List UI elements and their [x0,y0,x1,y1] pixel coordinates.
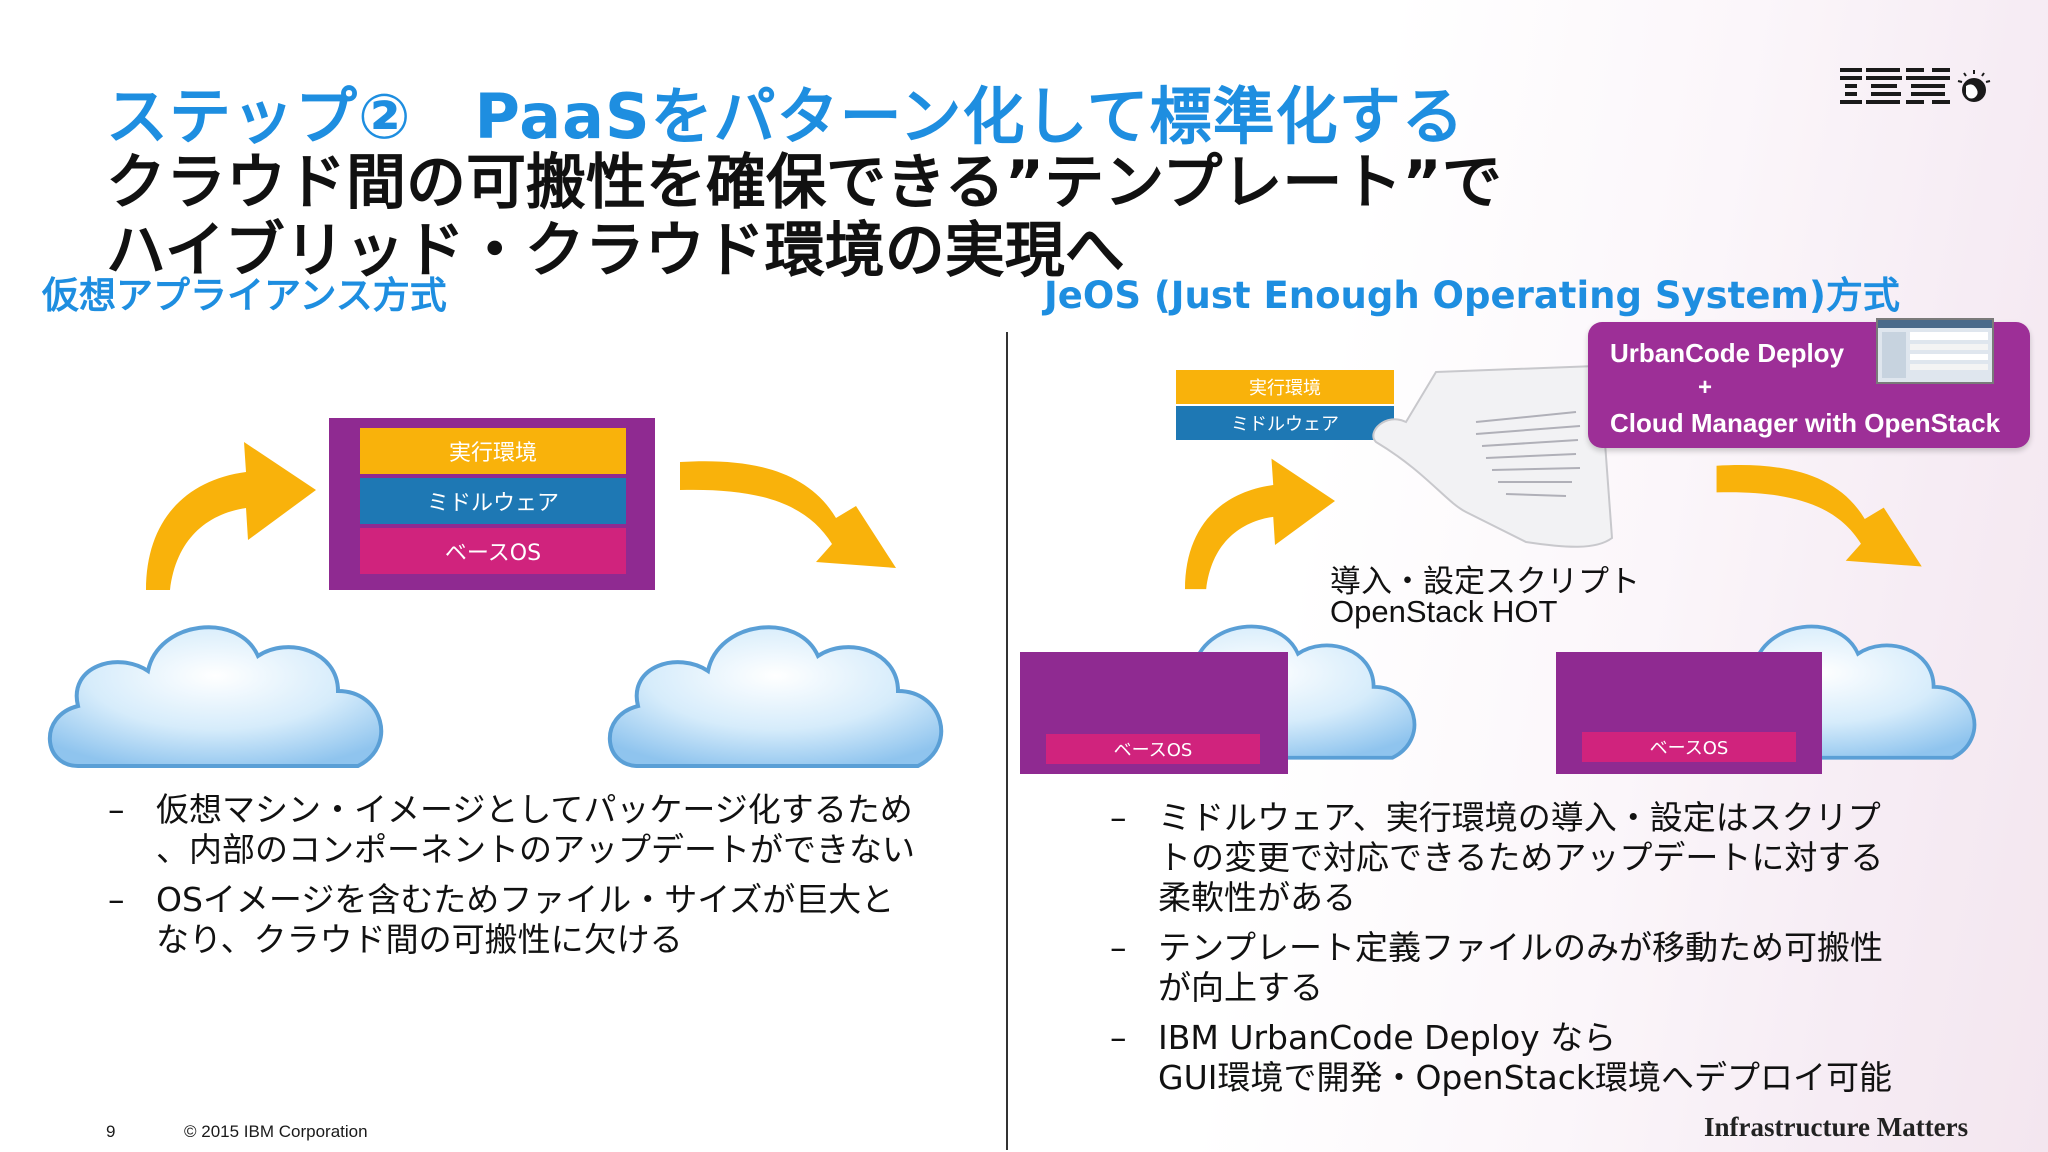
curved-arrow-icon [146,442,316,590]
copyright: © 2015 IBM Corporation [184,1122,368,1141]
bullet-item: – テンプレート定義ファイルのみが移動ため可搬性 が向上する [1110,928,2030,1008]
left-bullet-list: – 仮想マシン・イメージとしてパッケージ化するため 、内部のコンポーネントのアッ… [108,790,968,960]
ibm-logo [1840,68,1991,104]
page-number: 9 [106,1122,116,1141]
bullet-text: IBM UrbanCode Deploy なら GUI環境で開発・OpenSta… [1158,1018,1892,1097]
column-divider [1006,332,1008,1150]
bullet-text: テンプレート定義ファイルのみが移動ため可搬性 が向上する [1158,928,1884,1007]
curved-arrow-icon [1716,465,1922,567]
title-line-1: ステップ② PaaSをパターン化して標準化する [106,80,1465,153]
stack-layer-middleware: ミドルウェア [360,478,626,524]
base-os-label: ベースOS [1046,734,1260,764]
document-scroll-icon [1372,364,1622,548]
screenshot-thumbnail [1876,318,1994,384]
bullet-item: – 仮想マシン・イメージとしてパッケージ化するため 、内部のコンポーネントのアッ… [108,790,968,870]
title-line-3: ハイブリッド・クラウド環境の実現へ [106,216,1125,286]
bullet-marker: – [1110,928,1127,967]
left-section-heading: 仮想アプライアンス方式 [42,274,447,317]
right-section-heading: JeOS (Just Enough Operating System)方式 [1044,274,1900,317]
cloud-icon [47,625,384,768]
bullet-item: – OSイメージを含むためファイル・サイズが巨大と なり、クラウド間の可搬性に欠… [108,880,968,960]
bullet-text: 仮想マシン・イメージとしてパッケージ化するため 、内部のコンポーネントのアップデ… [156,790,915,869]
callout-plus: + [1698,374,1713,401]
curved-arrow-icon [1185,458,1335,590]
callout-subtitle: Cloud Manager with OpenStack [1610,408,2001,438]
callout-title: UrbanCode Deploy [1610,338,1845,368]
curved-arrow-icon [680,461,896,568]
stack-layer-middleware: ミドルウェア [1176,406,1394,440]
stack-layer-runtime: 実行環境 [1176,370,1394,404]
stack-layer-base-os: ベースOS [360,528,626,574]
bullet-text: OSイメージを含むためファイル・サイズが巨大と なり、クラウド間の可搬性に欠ける [156,880,895,959]
bullet-marker: – [1110,1018,1127,1057]
right-bullet-list: – ミドルウェア、実行環境の導入・設定はスクリプ トの変更で対応できるためアップ… [1110,798,2030,1098]
cloud-icon [607,625,944,768]
bullet-item: – IBM UrbanCode Deploy なら GUI環境で開発・OpenS… [1110,1018,2030,1098]
globe-icon [1957,70,1991,102]
bullet-marker: – [108,790,125,829]
bullet-marker: – [108,880,125,919]
bullet-text: ミドルウェア、実行環境の導入・設定はスクリプ トの変更で対応できるためアップデー… [1158,798,1884,917]
script-caption: 導入・設定スクリプト [1330,564,1640,600]
bullet-marker: – [1110,798,1127,837]
stack-layer-runtime: 実行環境 [360,428,626,474]
base-os-label: ベースOS [1582,732,1796,762]
bullet-item: – ミドルウェア、実行環境の導入・設定はスクリプ トの変更で対応できるためアップ… [1110,798,2030,918]
brand-tagline: Infrastructure Matters [1704,1112,1969,1142]
script-caption-hot: OpenStack HOT [1330,594,1558,629]
title-line-2: クラウド間の可搬性を確保できる”テンプレート”で [106,148,1502,218]
